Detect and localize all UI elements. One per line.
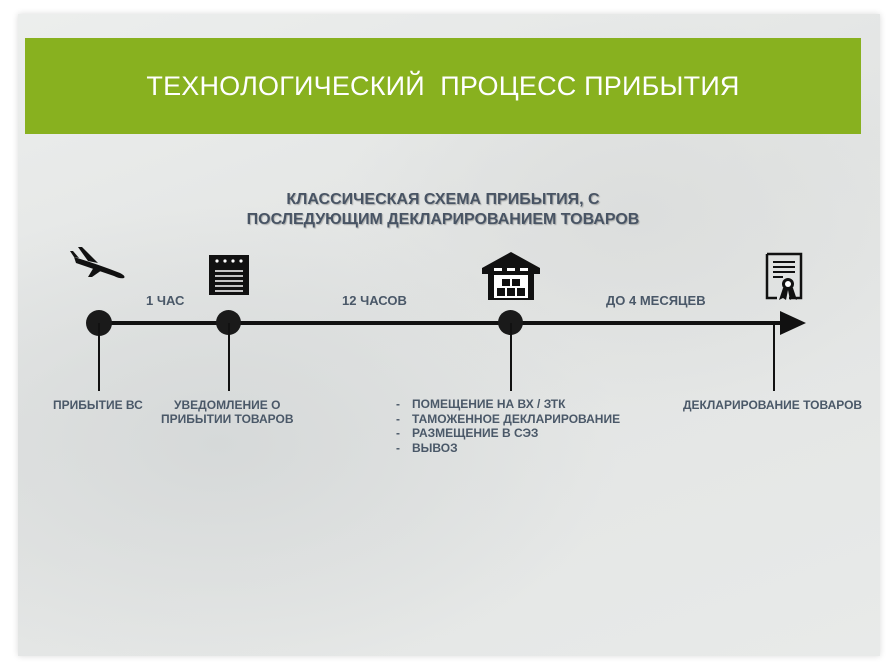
list-item: -РАЗМЕЩЕНИЕ В СЭЗ — [396, 426, 620, 441]
list-item: -ТАМОЖЕННОЕ ДЕКЛАРИРОВАНИЕ — [396, 412, 620, 427]
warehouse-icon — [482, 252, 540, 300]
milestone-label-declaration: ДЕКЛАРИРОВАНИЕ ТОВАРОВ — [683, 398, 863, 412]
subtitle: КЛАССИЧЕСКАЯ СХЕМА ПРИБЫТИЯ, С ПОСЛЕДУЮЩ… — [0, 190, 886, 230]
dash: - — [396, 397, 400, 411]
list-item: -ПОМЕЩЕНИЕ НА ВХ / ЗТК — [396, 397, 620, 412]
label-line: УВЕДОМЛЕНИЕ О — [174, 398, 281, 412]
certificate-icon — [765, 252, 803, 300]
notice-document-icon — [209, 255, 249, 295]
dash: - — [396, 411, 400, 426]
item-text: ВЫВОЗ — [412, 440, 458, 455]
milestone-label-notice: УВЕДОМЛЕНИЕ О ПРИБЫТИИ ТОВАРОВ — [161, 398, 294, 426]
subtitle-line: ПОСЛЕДУЮЩИМ ДЕКЛАРИРОВАНИЕМ ТОВАРОВ — [246, 211, 640, 228]
milestone-stem — [228, 323, 230, 391]
timeline-axis — [98, 321, 783, 325]
milestone-stem — [98, 323, 100, 391]
list-item: -ВЫВОЗ — [396, 441, 620, 456]
subtitle-line: КЛАССИЧЕСКАЯ СХЕМА ПРИБЫТИЯ, С — [286, 191, 600, 208]
airplane-icon — [70, 247, 125, 279]
label-line: ПРИБЫТИИ ТОВАРОВ — [161, 412, 294, 426]
milestone-stem — [773, 323, 775, 391]
item-text: ТАМОЖЕННОЕ ДЕКЛАРИРОВАНИЕ — [412, 411, 621, 426]
duration-label: 1 ЧАС — [146, 293, 185, 308]
item-text: ПОМЕЩЕНИЕ НА ВХ / ЗТК — [412, 397, 566, 411]
milestone-label-arrival: ПРИБЫТИЕ ВС — [53, 398, 143, 412]
title-banner: ТЕХНОЛОГИЧЕСКИЙ ПРОЦЕСС ПРИБЫТИЯ — [25, 38, 861, 134]
storage-steps-list: -ПОМЕЩЕНИЕ НА ВХ / ЗТК -ТАМОЖЕННОЕ ДЕКЛА… — [396, 397, 620, 455]
duration-label: 12 ЧАСОВ — [342, 293, 407, 308]
milestone-stem — [510, 323, 512, 391]
slide-title: ТЕХНОЛОГИЧЕСКИЙ ПРОЦЕСС ПРИБЫТИЯ — [146, 70, 740, 101]
timeline-arrowhead — [780, 311, 806, 335]
dash: - — [396, 426, 400, 440]
duration-label: ДО 4 МЕСЯЦЕВ — [606, 293, 706, 308]
item-text: РАЗМЕЩЕНИЕ В СЭЗ — [412, 426, 539, 440]
dash: - — [396, 440, 400, 455]
